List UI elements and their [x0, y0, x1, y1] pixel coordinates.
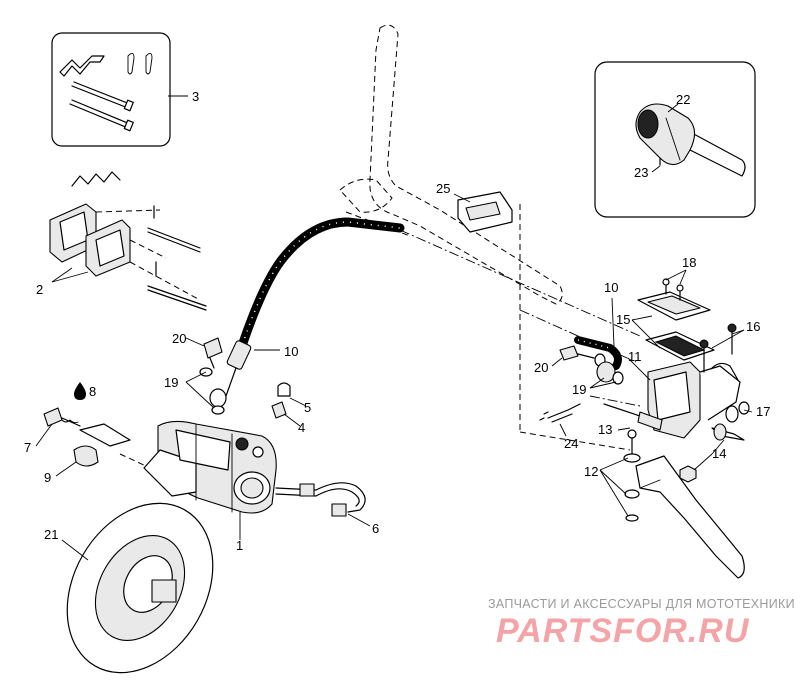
label-part-11: 11	[628, 349, 642, 364]
inset-box-pins-clips	[51, 32, 188, 147]
label-part-2: 2	[36, 282, 43, 297]
label-part-25: 25	[436, 181, 450, 196]
banjo-bolt-left	[185, 337, 225, 415]
label-part-10-right: 10	[604, 280, 618, 295]
label-part-19-right: 19	[572, 382, 586, 397]
caliper-bolt-bracket	[35, 407, 147, 477]
label-part-1: 1	[236, 538, 243, 553]
label-part-18: 18	[682, 255, 696, 270]
watermark: ЗАПЧАСТИ И АКСЕССУАРЫ ДЛЯ МОТОТЕХНИКИ PA…	[488, 597, 795, 650]
label-part-4: 4	[298, 420, 305, 435]
brake-disc	[61, 502, 214, 674]
watermark-logo: PARTSFOR.RU	[496, 612, 750, 650]
label-part-10-left: 10	[284, 344, 298, 359]
fuse-box	[453, 191, 513, 233]
label-part-13: 13	[598, 422, 612, 437]
label-part-21: 21	[44, 527, 58, 542]
right-hose-fitting	[551, 297, 624, 389]
label-part-7: 7	[24, 440, 31, 455]
label-part-16: 16	[746, 319, 760, 334]
label-part-3: 3	[192, 89, 199, 104]
brake-pads	[49, 171, 207, 311]
handlebar-outline	[339, 24, 563, 305]
label-part-14: 14	[712, 446, 726, 461]
brake-hose	[209, 217, 405, 408]
part-number-labels: 3 2 20 10 19 8 5 4 7 9 6 21 1 22 23 25 1…	[24, 89, 770, 553]
oil-drop-marker	[74, 382, 86, 400]
watermark-tagline: ЗАПЧАСТИ И АКСЕССУАРЫ ДЛЯ МОТОТЕХНИКИ	[488, 597, 795, 611]
master-cylinder	[627, 269, 753, 483]
label-part-8: 8	[89, 384, 96, 399]
label-part-19-left: 19	[164, 375, 178, 390]
label-part-17: 17	[756, 404, 770, 419]
brake-caliper	[143, 420, 277, 540]
brake-line-pipe	[275, 482, 371, 527]
assembly-guides	[399, 204, 641, 451]
label-part-20-left: 20	[172, 331, 186, 346]
label-part-22: 22	[676, 92, 690, 107]
inset-box-grip	[594, 61, 756, 218]
bleeder-parts	[271, 382, 307, 427]
push-rod-cable	[539, 395, 663, 437]
label-part-12: 12	[584, 464, 598, 479]
label-part-6: 6	[372, 521, 379, 536]
label-part-23: 23	[634, 165, 648, 180]
brake-lever	[599, 429, 745, 579]
label-part-24: 24	[564, 436, 578, 451]
label-part-9: 9	[44, 470, 51, 485]
label-part-5: 5	[304, 400, 311, 415]
label-part-15: 15	[616, 312, 630, 327]
label-part-20-right: 20	[534, 360, 548, 375]
